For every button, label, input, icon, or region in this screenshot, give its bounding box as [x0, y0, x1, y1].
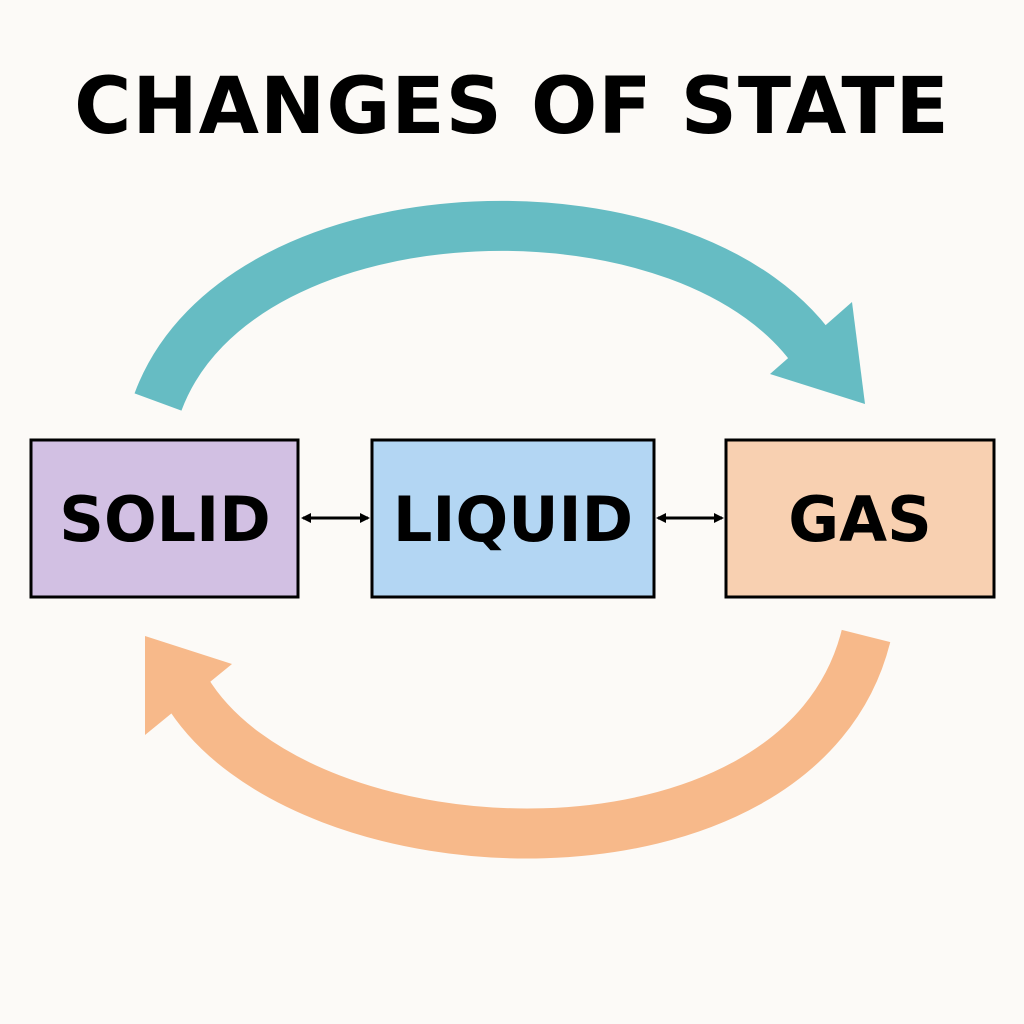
- top-curved-arrow: [134, 201, 865, 412]
- state-box-solid: SOLID: [29, 438, 300, 599]
- state-label-liquid: LIQUID: [393, 483, 633, 556]
- state-box-gas: GAS: [724, 438, 996, 599]
- diagram-title: CHANGES OF STATE: [74, 62, 950, 152]
- state-label-solid: SOLID: [59, 483, 270, 556]
- state-box-liquid: LIQUID: [370, 438, 656, 599]
- bottom-curved-arrow: [145, 629, 891, 859]
- state-label-gas: GAS: [788, 483, 932, 556]
